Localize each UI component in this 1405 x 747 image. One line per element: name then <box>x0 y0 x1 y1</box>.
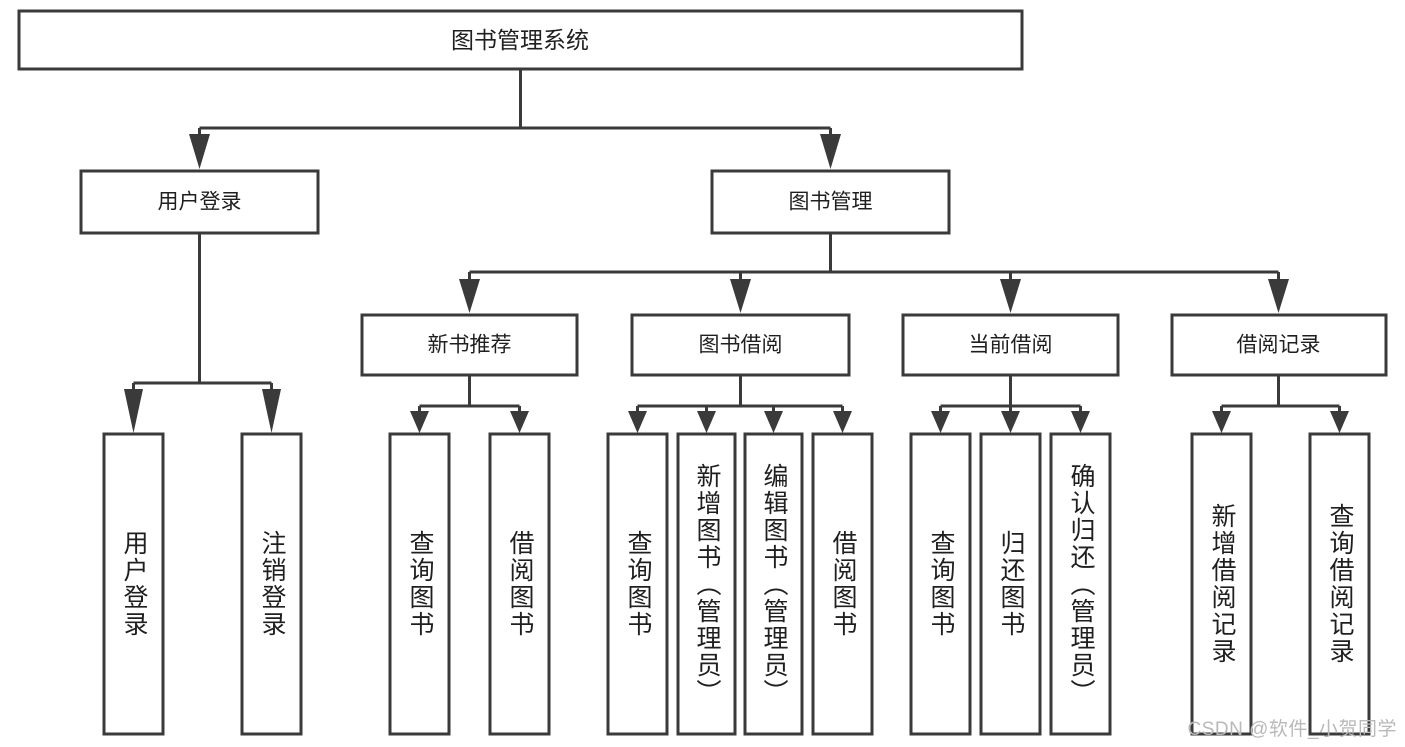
arrowhead-borrow-record <box>1268 279 1289 313</box>
node-user-login-box[interactable] <box>79 169 320 235</box>
leaf-box-book-borrow-4[interactable] <box>811 432 874 736</box>
leaf-boxes-book-borrow <box>606 432 874 736</box>
node-new-book-recommend[interactable]: 新书推荐 <box>360 313 579 377</box>
leaf-boxes-new-book-recommend <box>388 432 551 736</box>
arrowhead-nb-leaf-1 <box>410 411 429 433</box>
connector-group-book-manage <box>459 233 1289 313</box>
node-book-manage[interactable]: 图书管理 <box>710 169 951 235</box>
leaf-box-borrow-record-1[interactable] <box>1190 432 1253 736</box>
leaf-box-book-borrow-1[interactable] <box>606 432 669 736</box>
arrowhead-new-book <box>459 279 480 313</box>
connector-group-current-borrow <box>931 375 1090 433</box>
connector-group-borrow-record <box>1212 375 1349 433</box>
node-user-login[interactable]: 用户登录 <box>79 169 320 235</box>
node-book-borrow-label: 图书借阅 <box>699 334 783 357</box>
arrowhead-cb-leaf-1 <box>931 411 950 433</box>
connector-group-root <box>189 69 841 169</box>
node-new-book-recommend-label: 新书推荐 <box>428 334 512 357</box>
leaf-box-new-book-1[interactable] <box>388 432 451 736</box>
arrowhead-book-manage <box>820 134 841 169</box>
leaf-box-borrow-record-2[interactable] <box>1308 432 1371 736</box>
node-current-borrow-box[interactable] <box>901 313 1120 377</box>
arrowhead-nb-leaf-2 <box>510 411 529 433</box>
node-current-borrow[interactable]: 当前借阅 <box>901 313 1120 377</box>
connector-group-new-book <box>410 375 529 433</box>
leaf-boxes-current-borrow <box>909 432 1112 736</box>
arrowhead-current-borrow <box>1000 279 1021 313</box>
leaf-box-user-login-1[interactable] <box>102 432 165 736</box>
node-user-login-label: 用户登录 <box>158 191 242 214</box>
node-book-manage-label: 图书管理 <box>789 191 873 214</box>
node-root-label: 图书管理系统 <box>451 27 589 53</box>
leaf-boxes-user-login <box>102 432 303 736</box>
node-current-borrow-label: 当前借阅 <box>969 334 1053 357</box>
arrowhead-cb-leaf-3 <box>1071 411 1090 433</box>
leaf-box-current-borrow-3[interactable] <box>1049 432 1112 736</box>
connector-group-book-borrow <box>628 375 852 433</box>
node-book-borrow[interactable]: 图书借阅 <box>630 313 851 377</box>
arrowhead-bb-leaf-1 <box>628 411 647 433</box>
node-borrow-record-label: 借阅记录 <box>1237 334 1321 357</box>
connector-group-user-login <box>124 233 281 433</box>
node-borrow-record[interactable]: 借阅记录 <box>1170 313 1388 377</box>
leaf-box-user-login-2[interactable] <box>240 432 303 736</box>
node-new-book-recommend-box[interactable] <box>360 313 579 377</box>
arrowhead-bb-leaf-2 <box>697 411 716 433</box>
arrowhead-ul-leaf-1 <box>124 389 143 433</box>
arrowhead-bb-leaf-4 <box>833 411 852 433</box>
leaf-box-book-borrow-3[interactable] <box>743 432 804 736</box>
leaf-box-new-book-2[interactable] <box>488 432 551 736</box>
arrowhead-ul-leaf-2 <box>262 389 281 433</box>
leaf-box-book-borrow-2[interactable] <box>676 432 737 736</box>
arrowhead-br-leaf-2 <box>1330 411 1349 433</box>
arrowhead-book-borrow <box>730 279 751 313</box>
leaf-box-current-borrow-1[interactable] <box>909 432 972 736</box>
node-root-box[interactable] <box>17 9 1024 71</box>
leaf-box-current-borrow-2[interactable] <box>979 432 1042 736</box>
node-book-manage-box[interactable] <box>710 169 951 235</box>
leaf-boxes-borrow-record <box>1190 432 1371 736</box>
arrowhead-bb-leaf-3 <box>764 411 783 433</box>
watermark-text: CSDN @软件_小贺同学 <box>1187 719 1397 740</box>
arrowhead-user-login <box>189 134 210 169</box>
arrowhead-cb-leaf-2 <box>1001 411 1020 433</box>
node-root[interactable]: 图书管理系统 <box>17 9 1024 71</box>
node-book-borrow-box[interactable] <box>630 313 851 377</box>
arrowhead-br-leaf-1 <box>1212 411 1231 433</box>
node-borrow-record-box[interactable] <box>1170 313 1388 377</box>
